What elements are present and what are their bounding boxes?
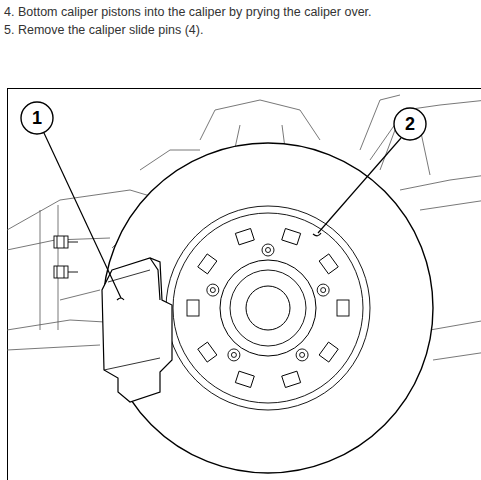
hub-slot <box>282 371 301 387</box>
hub-slot <box>198 254 217 274</box>
hub-slot <box>282 228 301 244</box>
lug-stud <box>210 288 215 293</box>
callout-number: 2 <box>396 113 424 135</box>
lug-stud <box>317 284 329 296</box>
lug-stud <box>300 352 305 357</box>
instruction-step: 4. Bottom caliper pistons into the calip… <box>4 4 372 20</box>
lug-stud <box>266 248 271 253</box>
hub-slot <box>319 254 338 274</box>
hub-slot <box>235 371 254 387</box>
callout-number: 1 <box>23 107 51 129</box>
lug-stud <box>207 284 219 296</box>
hub-slot <box>337 300 349 316</box>
hub-slot <box>235 228 254 244</box>
hub-slot <box>198 342 217 362</box>
lug-stud <box>321 288 326 293</box>
lug-stud <box>296 349 308 361</box>
hub-slot <box>187 300 199 316</box>
lug-stud <box>228 349 240 361</box>
lug-stud <box>262 244 274 256</box>
lug-stud <box>231 352 236 357</box>
instruction-step: 5. Remove the caliper slide pins (4). <box>4 22 203 38</box>
hub-slot <box>319 342 338 362</box>
